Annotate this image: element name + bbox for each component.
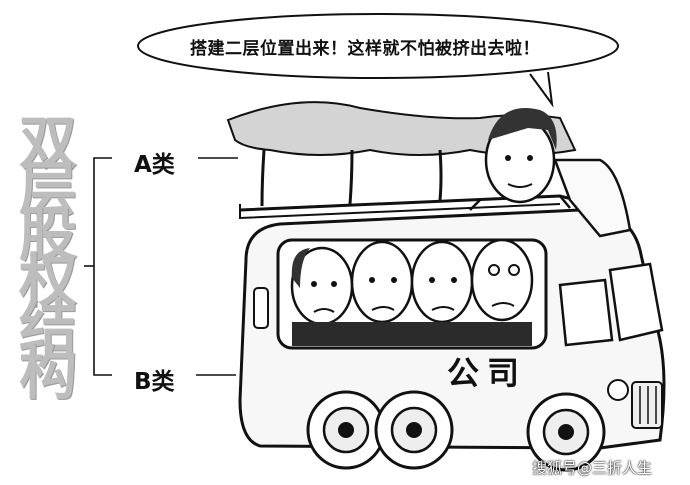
class-a-label: A类: [134, 152, 175, 178]
title-char: 权: [18, 247, 77, 315]
driver-figure: [469, 108, 571, 211]
title-char: 股: [18, 201, 77, 269]
bracket-lines: [84, 157, 238, 376]
class-b-label: B类: [134, 369, 175, 395]
vertical-title: 双 层 股 权 结 构: [8, 109, 88, 407]
bus-wheels: [306, 390, 606, 472]
watermark: 搜狐号@三折人生: [532, 459, 653, 477]
title-char: 结: [18, 293, 77, 361]
title-char: 双: [18, 109, 77, 177]
speech-bubble-text: 搭建二层位置出来！这样就不怕被挤出去啦！: [190, 38, 540, 59]
title-char: 层: [18, 155, 77, 223]
speech-bubble: [137, 13, 619, 108]
title-char: 构: [18, 339, 77, 407]
passenger-heads: [290, 238, 534, 346]
company-label: 公司: [446, 354, 527, 392]
